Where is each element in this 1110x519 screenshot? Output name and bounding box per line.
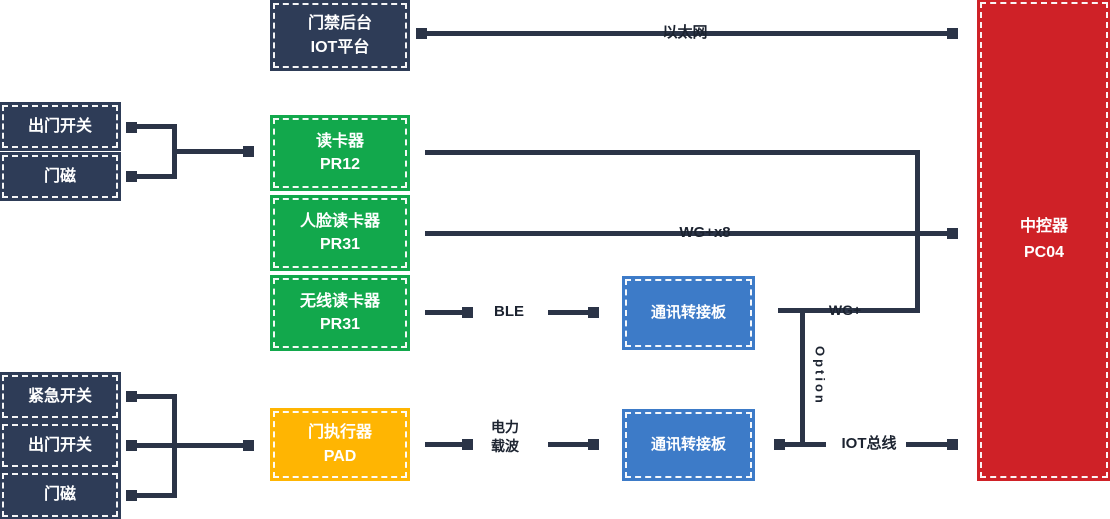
link-label-wg-x8: WG+x8 [679, 224, 731, 241]
node-label: 中控器 [1019, 218, 1068, 236]
link-label-ethernet: 以太网 [662, 24, 708, 41]
node-comm-adapter-bottom: 通讯转接板 [625, 412, 752, 478]
node-label: 紧急开关 [27, 387, 92, 405]
node-label: PR31 [319, 316, 361, 333]
node-exit-switch-bottom: 出门开关 [2, 424, 118, 467]
node-door-actuator-pad: 门执行器 PAD [273, 411, 407, 478]
connector-endpoint [462, 439, 473, 450]
connector-endpoint [243, 146, 254, 157]
node-label: PC04 [1023, 244, 1065, 261]
connector-endpoint [416, 28, 427, 39]
connector-endpoint [126, 440, 137, 451]
node-label: 出门开关 [27, 117, 92, 135]
node-label: 通讯转接板 [650, 304, 726, 322]
connector-ethernet [424, 31, 950, 36]
node-label: 门磁 [43, 167, 76, 185]
connector-endpoint [774, 439, 785, 450]
connector-endpoint [462, 307, 473, 318]
node-label: 读卡器 [315, 132, 364, 150]
node-label: PR31 [319, 236, 361, 253]
link-label-ble: BLE [494, 303, 524, 320]
connector-segment [134, 443, 177, 448]
connector-segment [172, 443, 250, 448]
node-wireless-reader-pr31: 无线读卡器 PR31 [273, 278, 407, 348]
link-label-wg: WG+ [828, 302, 862, 318]
connector-iot-bus [782, 442, 826, 447]
node-comm-adapter-top: 通讯转接板 [625, 279, 752, 347]
node-label: 无线读卡器 [299, 292, 380, 310]
node-backend-iot-platform: 门禁后台 IOT平台 [273, 3, 407, 68]
node-door-magnet-top: 门磁 [2, 155, 118, 198]
connector-iot-bus [906, 442, 950, 447]
link-label-plc-line2: 载波 [491, 437, 519, 454]
connector-segment [172, 149, 250, 154]
node-label: 门磁 [43, 486, 76, 504]
node-card-reader-pr12: 读卡器 PR12 [273, 118, 407, 188]
node-label: 人脸读卡器 [299, 212, 380, 230]
connector-ble [548, 310, 592, 315]
connector-wg-pr12 [425, 150, 920, 155]
connector-plc [425, 442, 466, 447]
connector-wg-x8 [425, 231, 950, 236]
connector-endpoint [588, 439, 599, 450]
connector-plc [548, 442, 592, 447]
node-label: 门执行器 [307, 424, 372, 442]
connector-endpoint [126, 122, 137, 133]
node-label: IOT平台 [310, 38, 370, 56]
connector-segment [134, 394, 177, 399]
node-label: 出门开关 [27, 436, 92, 454]
connector-segment [134, 124, 177, 129]
connector-option [800, 311, 805, 444]
link-label-option: Option [812, 346, 828, 406]
connector-endpoint [947, 228, 958, 239]
node-central-controller-pc04: 中控器 PC04 [980, 2, 1108, 478]
connector-endpoint [126, 490, 137, 501]
node-label: 通讯转接板 [650, 436, 726, 454]
connector-endpoint [243, 440, 254, 451]
connector-endpoint [126, 171, 137, 182]
node-face-reader-pr31: 人脸读卡器 PR31 [273, 198, 407, 268]
link-label-plc-line1: 电力 [491, 419, 519, 435]
connector-segment [134, 493, 177, 498]
node-exit-switch-top: 出门开关 [2, 105, 118, 148]
connector-ble [425, 310, 466, 315]
node-door-magnet-bottom: 门磁 [2, 473, 118, 517]
connector-endpoint [947, 439, 958, 450]
connector-endpoint [588, 307, 599, 318]
node-label: PR12 [319, 156, 361, 173]
connector-wg-adapter [778, 308, 920, 313]
node-label: 门禁后台 [307, 15, 372, 33]
connector-endpoint [126, 391, 137, 402]
link-label-iot-bus: IOT总线 [841, 435, 897, 452]
connector-segment [134, 174, 177, 179]
link-label-plc: 电力 载波 [477, 418, 533, 456]
node-label: PAD [323, 447, 357, 465]
connector-endpoint [947, 28, 958, 39]
node-emergency-switch: 紧急开关 [2, 375, 118, 418]
